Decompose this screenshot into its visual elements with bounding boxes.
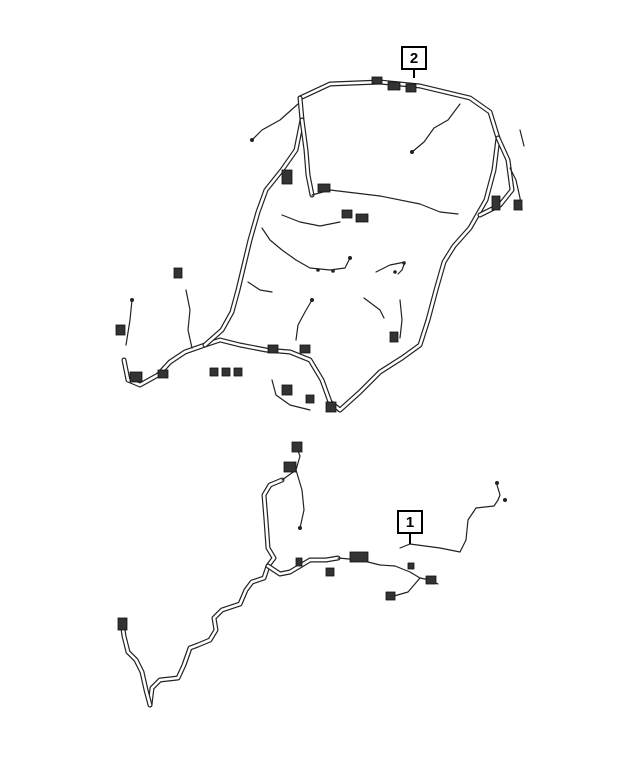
harness-2 <box>115 76 525 413</box>
callout-1[interactable]: 1 <box>397 510 423 534</box>
callout-2-leader <box>413 70 415 78</box>
harness-1 <box>117 441 507 708</box>
callout-2[interactable]: 2 <box>401 46 427 70</box>
callout-1-leader <box>409 534 411 544</box>
